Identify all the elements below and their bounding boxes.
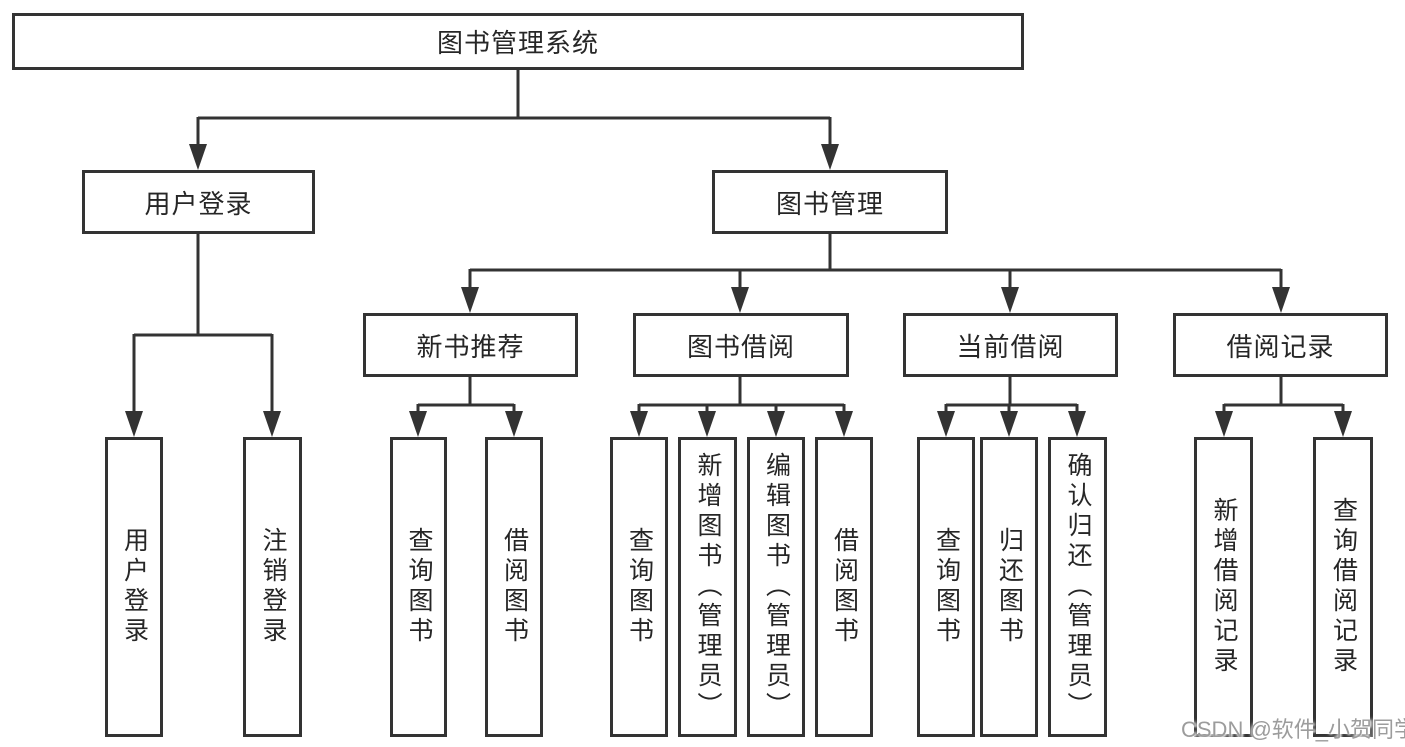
connector-book-mgmt-branch [468,233,1283,289]
leaf-query-books-recommend-label: 查询图书 [405,527,433,647]
arrowheads-borrow-record-branch [1215,411,1352,437]
arrowheads-new-book-branch [409,411,523,437]
node-book-borrow-label: 图书借阅 [686,331,795,362]
arrowheads-current-borrow-branch [937,411,1086,437]
connector-new-book-branch [416,377,516,413]
arrowheads-book-mgmt-branch [461,287,1290,313]
node-book-mgmt: 图书管理 [712,170,948,234]
node-borrow-records-label: 借阅记录 [1226,331,1335,362]
node-user-login-label: 用户登录 [144,188,253,219]
node-new-book-recommend: 新书推荐 [363,313,578,377]
leaf-query-books-current: 查询图书 [917,437,975,737]
leaf-add-book-admin: 新增图书（管理员） [678,437,737,737]
leaf-borrow-books: 借阅图书 [815,437,873,737]
node-current-borrow-label: 当前借阅 [956,331,1065,362]
leaf-add-borrow-record-label: 新增借阅记录 [1210,497,1238,677]
connector-current-borrow-branch [944,377,1079,413]
leaf-user-login: 用户登录 [105,437,163,737]
leaf-confirm-return-admin-label: 确认归还（管理员） [1064,452,1092,722]
leaf-return-book: 归还图书 [980,437,1038,737]
leaf-return-book-label: 归还图书 [995,527,1024,647]
leaf-borrow-books-recommend-label: 借阅图书 [500,527,529,647]
leaf-logout: 注销登录 [243,437,302,737]
node-root: 图书管理系统 [12,13,1024,70]
leaf-edit-book-admin: 编辑图书（管理员） [747,437,805,737]
node-current-borrow: 当前借阅 [903,313,1118,377]
leaf-add-borrow-record: 新增借阅记录 [1194,437,1253,737]
connector-book-borrow-branch [637,377,846,413]
csdn-watermark: CSDN @软件_小贺同学 [1181,717,1405,742]
leaf-query-books-borrow-label: 查询图书 [625,527,654,647]
leaf-query-books-borrow: 查询图书 [610,437,668,737]
leaf-query-books-recommend: 查询图书 [390,437,447,737]
connector-root-to-level2 [196,69,832,146]
leaf-confirm-return-admin: 确认归还（管理员） [1048,437,1107,737]
leaf-user-login-label: 用户登录 [120,527,149,647]
leaf-query-books-current-label: 查询图书 [932,527,961,647]
node-new-book-recommend-label: 新书推荐 [416,331,525,362]
node-book-borrow: 图书借阅 [633,313,849,377]
leaf-borrow-books-recommend: 借阅图书 [485,437,543,737]
node-user-login: 用户登录 [82,170,315,234]
leaf-add-book-admin-label: 新增图书（管理员） [694,452,722,722]
node-borrow-records: 借阅记录 [1173,313,1388,377]
leaf-logout-label: 注销登录 [259,527,287,647]
arrowheads-book-borrow-branch [630,411,853,437]
connector-user-login-branch [132,233,274,413]
node-root-label: 图书管理系统 [436,28,599,58]
leaf-query-borrow-record-label: 查询借阅记录 [1329,497,1358,677]
leaf-edit-book-admin-label: 编辑图书（管理员） [762,452,791,722]
arrowheads-level2 [189,144,839,170]
leaf-borrow-books-label: 借阅图书 [830,527,859,647]
connector-borrow-record-branch [1222,377,1345,413]
arrowheads-user-login-branch [125,411,281,437]
node-book-mgmt-label: 图书管理 [775,188,884,219]
leaf-query-borrow-record: 查询借阅记录 [1313,437,1373,737]
